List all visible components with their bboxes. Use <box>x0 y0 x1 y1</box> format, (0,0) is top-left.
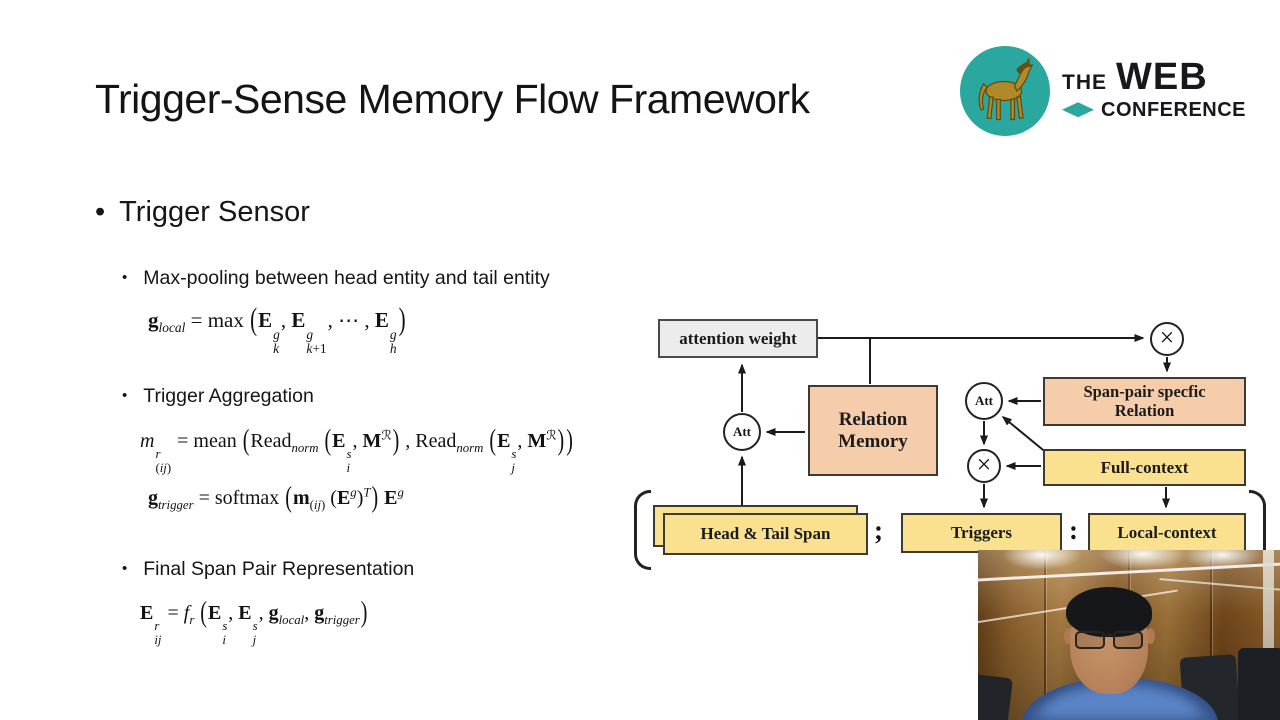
full-context-label: Full-context <box>1100 457 1189 477</box>
full-context-box: Full-context <box>1043 449 1246 486</box>
wall-seam <box>1210 550 1212 720</box>
logo-the-text: THE <box>1062 70 1107 94</box>
glasses-bridge <box>1105 634 1113 636</box>
bullet-max-pooling: Max-pooling between head entity and tail… <box>122 267 550 290</box>
slide-title: Trigger-Sense Memory Flow Framework <box>95 76 810 122</box>
left-bracket <box>634 490 651 570</box>
att-label: Att <box>732 424 752 439</box>
sub-bullet-label: Max-pooling between head entity and tail… <box>143 267 550 289</box>
bullet-final-span-pair: Final Span Pair Representation <box>122 558 414 581</box>
presenter-hair <box>1066 587 1152 637</box>
chair <box>978 673 1014 720</box>
presenter-ear <box>1146 628 1155 645</box>
sub-bullet-label: Trigger Aggregation <box>143 385 314 407</box>
separator-semicolon: ; <box>874 515 883 545</box>
bullet-trigger-aggregation: Trigger Aggregation <box>122 385 314 408</box>
relation-memory-line1: Relation <box>838 408 908 430</box>
bullet-label: Trigger Sensor <box>119 196 310 228</box>
glasses-lens <box>1113 631 1144 649</box>
light-glare <box>1182 550 1262 570</box>
head-tail-span-box: Head & Tail Span <box>663 513 868 555</box>
horse-glyph <box>978 57 1034 121</box>
horse-icon <box>960 46 1050 136</box>
head-tail-span-label: Head & Tail Span <box>700 524 831 544</box>
local-context-label: Local-context <box>1117 523 1217 543</box>
logo-web-text: WEB <box>1116 56 1208 99</box>
formula-g-trigger: gtrigger = softmax (m(ij) (Eg)T) Eg <box>148 480 404 514</box>
span-pair-line2: Relation <box>1114 400 1175 420</box>
att-label: Att <box>974 393 994 408</box>
chair <box>1238 648 1280 720</box>
triggers-box: Triggers <box>901 513 1062 553</box>
multiply-node-right: × <box>967 449 1001 483</box>
separator-colon: : <box>1069 515 1078 545</box>
glasses-lens <box>1074 631 1105 649</box>
logo-wordmark: THE WEB CONFERENCE <box>1062 56 1247 121</box>
multiply-node-top: × <box>1150 322 1184 356</box>
presenter-webcam-video <box>978 550 1280 720</box>
presenter-ear <box>1064 628 1073 645</box>
attention-weight-label: attention weight <box>679 328 797 348</box>
presenter-face <box>1066 587 1152 694</box>
presenter-glasses <box>1074 631 1144 649</box>
att-node-right: Att <box>965 382 1003 420</box>
relation-memory-line2: Memory <box>838 430 908 452</box>
span-pair-specific-relation-box: Span-pair specfic Relation <box>1043 377 1246 426</box>
sub-bullet-label: Final Span Pair Representation <box>143 558 415 580</box>
light-glare <box>1002 550 1082 570</box>
the-web-conference-logo: THE WEB CONFERENCE <box>960 46 1246 136</box>
bullet-trigger-sensor: Trigger Sensor <box>95 196 310 229</box>
wall-seam <box>1044 550 1046 720</box>
triggers-label: Triggers <box>950 523 1013 543</box>
light-glare <box>1098 550 1188 570</box>
local-context-box: Local-context <box>1088 513 1246 553</box>
diamond-icon <box>1062 102 1094 118</box>
background-pillar <box>1263 550 1274 668</box>
relation-memory-box: Relation Memory <box>808 385 938 476</box>
span-pair-line1: Span-pair specfic <box>1083 381 1206 401</box>
attention-weight-box: attention weight <box>658 319 818 358</box>
att-node-left: Att <box>723 413 761 451</box>
logo-conference-text: CONFERENCE <box>1101 98 1247 121</box>
